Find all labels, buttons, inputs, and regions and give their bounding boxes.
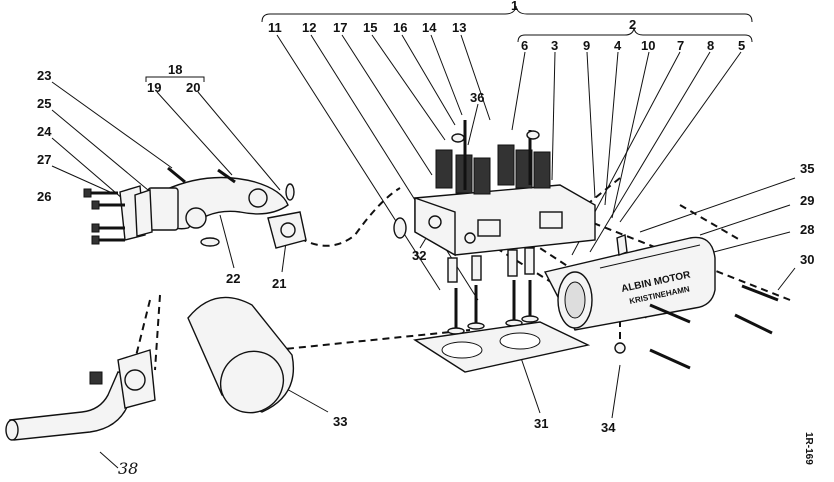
callout-14: 14 xyxy=(422,20,437,35)
callout-33: 33 xyxy=(333,414,347,429)
callout-17: 17 xyxy=(333,20,347,35)
head-gasket xyxy=(413,321,591,373)
callout-18: 18 xyxy=(168,62,182,77)
callout-19: 19 xyxy=(147,80,161,95)
callout-13: 13 xyxy=(452,20,466,35)
callout-26: 26 xyxy=(37,189,51,204)
callout-21: 21 xyxy=(272,276,286,291)
callout-27: 27 xyxy=(37,152,51,167)
leader-lines xyxy=(51,34,796,469)
callout-15: 15 xyxy=(363,20,377,35)
callout-23: 23 xyxy=(37,68,51,83)
callout-36: 36 xyxy=(470,90,484,105)
callout-9: 9 xyxy=(583,38,590,53)
callout-32: 32 xyxy=(412,248,426,263)
callout-22: 22 xyxy=(226,271,240,286)
callout-31: 31 xyxy=(534,416,548,431)
callout-29: 29 xyxy=(800,193,814,208)
callout-8: 8 xyxy=(707,38,714,53)
callout-6: 6 xyxy=(521,38,528,53)
callout-20: 20 xyxy=(186,80,200,95)
callout-1: 1 xyxy=(511,0,518,13)
callout-4: 4 xyxy=(614,38,622,53)
callout-5: 5 xyxy=(738,38,745,53)
intake-manifold xyxy=(119,176,307,249)
group-bracket-1 xyxy=(261,5,753,23)
callout-24: 24 xyxy=(37,124,52,139)
valves xyxy=(447,247,539,335)
callout-38: 38 xyxy=(118,459,138,478)
callout-10: 10 xyxy=(641,38,655,53)
callout-28: 28 xyxy=(800,222,814,237)
group-bracket-18 xyxy=(145,76,205,82)
callout-16: 16 xyxy=(393,20,407,35)
air-filter-cylinder xyxy=(187,296,294,414)
group-bracket-2 xyxy=(517,27,753,43)
callout-7: 7 xyxy=(677,38,684,53)
cylinder-head xyxy=(393,184,596,257)
callout-11: 11 xyxy=(268,20,282,35)
manifold-bolts xyxy=(83,166,295,245)
cover-bolts xyxy=(614,284,779,370)
figure-code: 1R-169 xyxy=(803,432,814,465)
callout-35: 35 xyxy=(800,161,814,176)
callout-30: 30 xyxy=(800,252,814,267)
callout-25: 25 xyxy=(37,96,51,111)
callout-12: 12 xyxy=(302,20,316,35)
callout-2: 2 xyxy=(629,17,636,32)
callout-3: 3 xyxy=(551,38,558,53)
callout-labels: 1 2 3 4 5 6 7 8 9 10 11 12 17 15 16 14 1… xyxy=(37,0,814,478)
valve-cover: ALBIN MOTOR KRISTINEHAMN xyxy=(543,234,716,331)
exhaust-pipe xyxy=(5,349,156,441)
callout-34: 34 xyxy=(601,420,616,435)
valve-springs xyxy=(435,120,551,195)
